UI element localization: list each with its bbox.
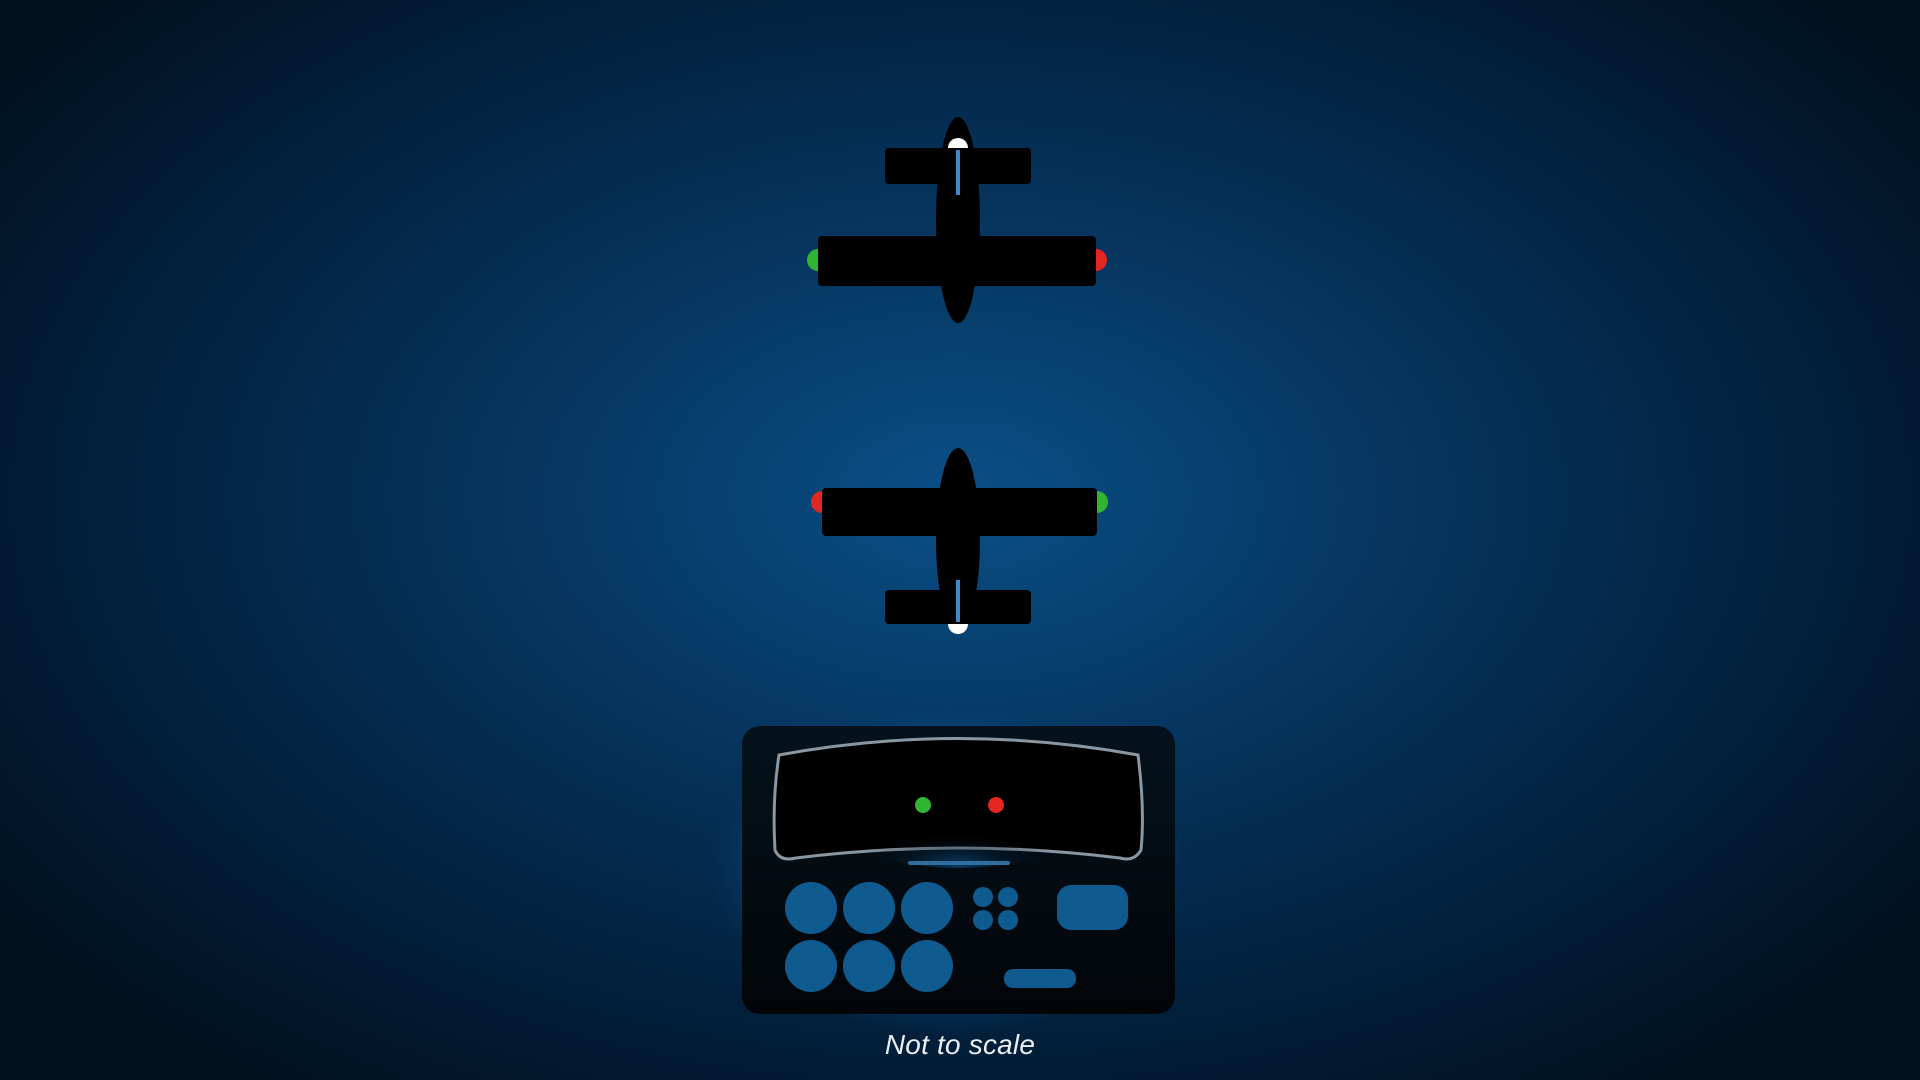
small-gauge — [973, 887, 993, 907]
gauge — [901, 882, 953, 934]
diagram-caption: Not to scale — [884, 1029, 1036, 1060]
right-wingtip-light-red — [1096, 249, 1107, 271]
main-wing — [818, 236, 1096, 286]
glareshield-line — [908, 861, 1010, 865]
small-gauge — [998, 910, 1018, 930]
gauge — [901, 940, 953, 992]
aircraft-heading-away — [807, 117, 1107, 323]
display-screen — [1057, 885, 1128, 930]
main-wing — [822, 488, 1097, 536]
panel-slot — [1004, 969, 1076, 988]
right-wingtip-light-green — [1097, 491, 1108, 513]
small-gauge — [973, 910, 993, 930]
gauge — [843, 940, 895, 992]
gauge — [843, 882, 895, 934]
gauge — [785, 882, 837, 934]
cockpit-view — [712, 706, 1184, 1036]
windshield-glow — [848, 796, 1068, 868]
tail-light-white — [948, 624, 968, 634]
left-wingtip-light-green — [807, 249, 818, 271]
small-gauge — [998, 887, 1018, 907]
gauge — [785, 940, 837, 992]
aircraft-heading-toward — [811, 448, 1108, 634]
seen-green-light — [915, 797, 931, 813]
tail-light-white — [948, 138, 968, 148]
seen-red-light — [988, 797, 1004, 813]
left-wingtip-light-red — [811, 491, 822, 513]
